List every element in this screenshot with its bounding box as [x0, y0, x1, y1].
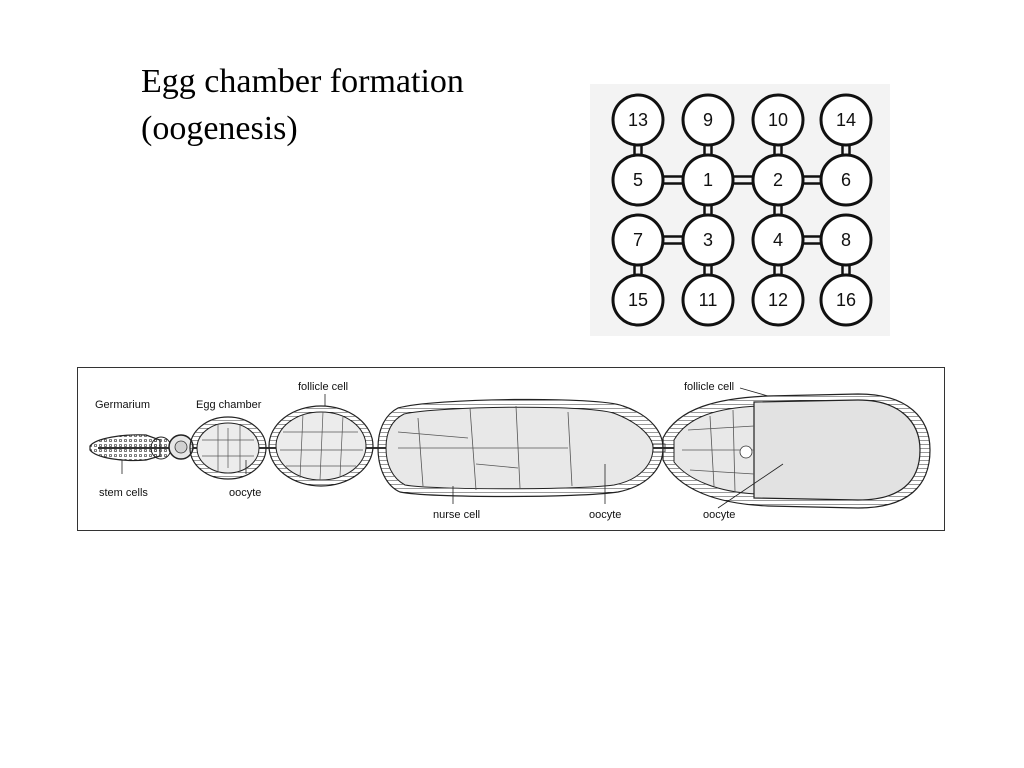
stalk-connector: [652, 443, 666, 453]
egg-chamber-stage-3: [377, 398, 664, 498]
cyst-cell-2: 2: [751, 153, 805, 207]
label-germarium: Germarium: [95, 399, 150, 411]
cyst-cell-13: 13: [611, 93, 665, 147]
cyst-cell-7: 7: [611, 213, 665, 267]
cyst-cell-number: 2: [773, 170, 783, 190]
cyst-cell-11: 11: [681, 273, 735, 327]
cyst-cell-number: 10: [768, 110, 788, 130]
title-line-2: (oogenesis): [141, 110, 298, 147]
ovariole-panel: Germarium Egg chamber follicle cell foll…: [77, 367, 945, 531]
cyst-cell-number: 1: [703, 170, 713, 190]
cyst-cell-1: 1: [681, 153, 735, 207]
label-oocyte-3: oocyte: [703, 509, 735, 521]
label-nurse-cell: nurse cell: [433, 509, 480, 521]
cyst-cell-16: 16: [819, 273, 873, 327]
cyst-cell-10: 10: [751, 93, 805, 147]
label-follicle-cell-1: follicle cell: [298, 381, 348, 393]
cyst-cell-number: 6: [841, 170, 851, 190]
cyst-cell-6: 6: [819, 153, 873, 207]
cyst-cell-8: 8: [819, 213, 873, 267]
cyst-cell-number: 13: [628, 110, 648, 130]
cyst-cell-number: 5: [633, 170, 643, 190]
cyst-cell-12: 12: [751, 273, 805, 327]
cyst-cell-number: 7: [633, 230, 643, 250]
egg-chamber-stage-1: [189, 416, 267, 480]
label-oocyte-1: oocyte: [229, 487, 261, 499]
cyst-cell-number: 12: [768, 290, 788, 310]
cyst-cell-15: 15: [611, 273, 665, 327]
label-follicle-cell-2: follicle cell: [684, 381, 734, 393]
ovariole-diagram: Germarium Egg chamber follicle cell foll…: [89, 381, 931, 521]
slide-title: Egg chamber formation (oogenesis): [141, 58, 464, 152]
cyst-cell-number: 9: [703, 110, 713, 130]
cyst-cell-number: 3: [703, 230, 713, 250]
cyst-cell-3: 3: [681, 213, 735, 267]
cyst-cell-number: 4: [773, 230, 783, 250]
label-egg-chamber: Egg chamber: [196, 399, 262, 411]
label-oocyte-2: oocyte: [589, 509, 621, 521]
cyst-cell-4: 4: [751, 213, 805, 267]
germarium: [89, 434, 194, 462]
leader-lines: [121, 387, 784, 509]
label-stem-cells: stem cells: [99, 487, 148, 499]
cyst-cell-number: 11: [699, 290, 718, 310]
cyst-cell-9: 9: [681, 93, 735, 147]
title-line-1: Egg chamber formation: [141, 63, 464, 100]
cyst-cell-5: 5: [611, 153, 665, 207]
cyst-cell-number: 8: [841, 230, 851, 250]
cyst-cell-14: 14: [819, 93, 873, 147]
egg-chamber-stage-2: [268, 405, 374, 487]
cyst-cell-number: 16: [836, 290, 856, 310]
egg-chamber-stage-4: [662, 393, 931, 509]
cyst-cell-number: 14: [836, 110, 856, 130]
cyst-cell-number: 15: [628, 290, 648, 310]
